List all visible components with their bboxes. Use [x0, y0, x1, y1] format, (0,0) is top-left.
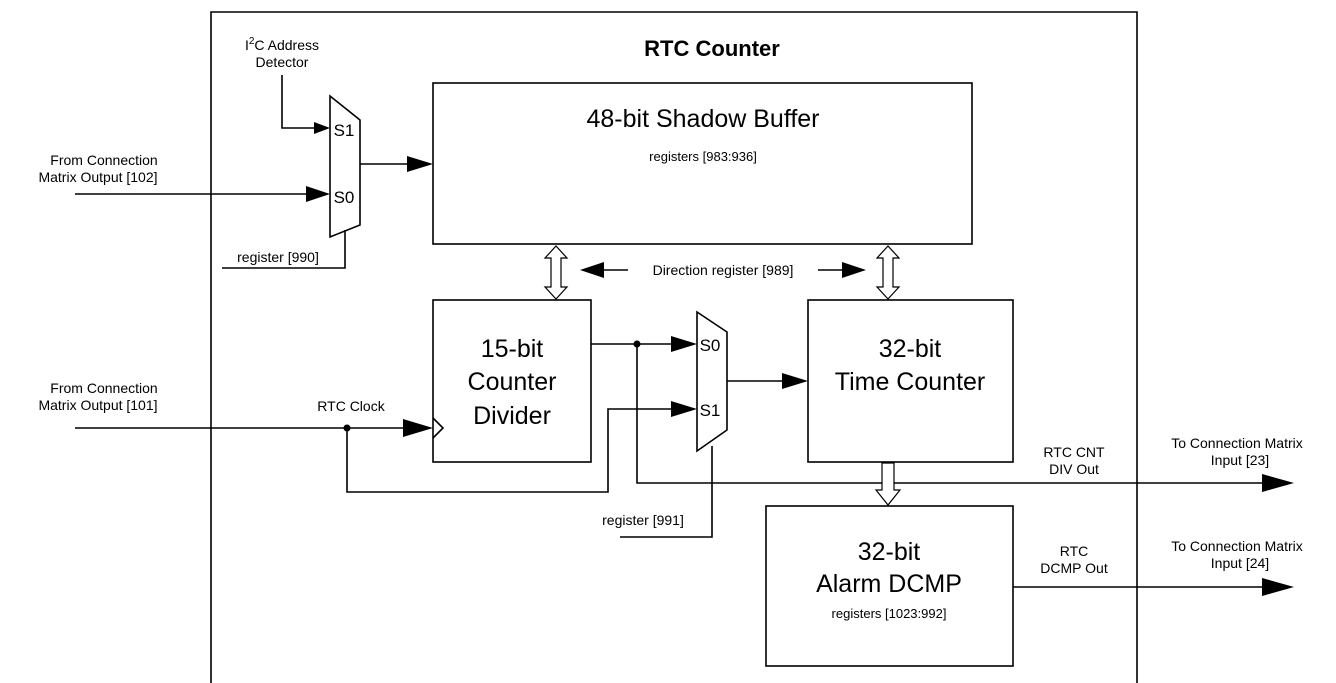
cm24-output-label: To Connection Matrix	[1171, 538, 1303, 554]
top-mux-s1-label: S1	[334, 121, 355, 140]
middle-mux-s0-label: S0	[700, 336, 721, 355]
clock-arrowhead	[403, 419, 433, 437]
alarm-dcmp-block	[765, 505, 1014, 667]
div-out-label: RTC CNT	[1043, 444, 1105, 460]
rtc-counter-boundary	[210, 11, 1138, 683]
cm23-output-label-2: Input [23]	[1211, 452, 1269, 468]
i2c-arrowhead	[314, 122, 330, 134]
alarm-dcmp-line1: 32-bit	[858, 538, 921, 566]
alarm-dcmp-registers: registers [1023:992]	[832, 606, 947, 621]
dcmp-out-arrowhead	[1262, 578, 1294, 596]
top-mux	[329, 94, 361, 239]
i2c-to-mux-s1-line	[281, 75, 318, 129]
direction-register-label: Direction register [989]	[653, 262, 794, 278]
time-counter-line1: 32-bit	[879, 335, 942, 363]
shadow-buffer-title: 48-bit Shadow Buffer	[586, 105, 819, 133]
rtc-counter-title: RTC Counter	[644, 36, 780, 61]
clock-input-marker	[432, 417, 445, 439]
input-cm102-arrowhead	[306, 186, 330, 202]
div-out-arrowhead	[1262, 474, 1294, 492]
time-counter-line2: Time Counter	[835, 368, 986, 396]
counter-divider-line2: Counter	[468, 368, 557, 396]
mux-to-timecounter-arrowhead	[782, 373, 808, 389]
counter-divider-line3: Divider	[473, 402, 551, 430]
input-cm101-label-2: Matrix Output [101]	[38, 397, 157, 413]
i2c-detector-label: I2C Address	[245, 36, 319, 53]
direction-left-arrowhead	[580, 262, 604, 278]
mux-s1-arrowhead	[671, 401, 697, 417]
register-991-label: register [991]	[602, 512, 684, 528]
timecounter-alarm-bus-mask	[876, 466, 900, 505]
alarm-dcmp-line2: Alarm DCMP	[816, 570, 962, 598]
top-mux-s0-label: S0	[334, 188, 355, 207]
shadow-buffer-block	[432, 82, 973, 245]
mux-to-shadow-arrowhead	[407, 156, 433, 172]
i2c-detector-label-2: Detector	[256, 54, 309, 70]
middle-mux	[696, 310, 728, 453]
input-cm101-label: From Connection	[50, 380, 157, 396]
cm24-output-label-2: Input [24]	[1211, 555, 1269, 571]
input-cm102-label: From Connection	[50, 152, 157, 168]
middle-mux-s1-label: S1	[700, 401, 721, 420]
rtc-clock-label: RTC Clock	[317, 398, 385, 414]
shadow-timecounter-bus-arrow	[875, 245, 901, 300]
dcmp-out-label: RTC	[1060, 543, 1089, 559]
div-out-line	[636, 344, 1262, 484]
mux-s0-arrowhead	[671, 336, 697, 352]
counter-divider-block	[432, 299, 592, 463]
register-990-line	[222, 230, 346, 269]
dcmp-out-label-2: DCMP Out	[1040, 560, 1108, 576]
register-991-line	[620, 446, 713, 538]
clock-to-mux-s1-line	[346, 408, 676, 493]
shadow-divider-bus-arrow	[543, 245, 569, 300]
timecounter-alarm-bus-arrow	[874, 462, 902, 506]
shadow-buffer-registers: registers [983:936]	[649, 149, 757, 164]
input-cm102-label-2: Matrix Output [102]	[38, 169, 157, 185]
cm23-output-label: To Connection Matrix	[1171, 435, 1303, 451]
div-out-label-2: DIV Out	[1049, 461, 1099, 477]
counter-divider-line1: 15-bit	[481, 335, 544, 363]
direction-right-arrowhead	[842, 262, 866, 278]
register-990-label: register [990]	[237, 249, 319, 265]
time-counter-block	[807, 299, 1014, 463]
